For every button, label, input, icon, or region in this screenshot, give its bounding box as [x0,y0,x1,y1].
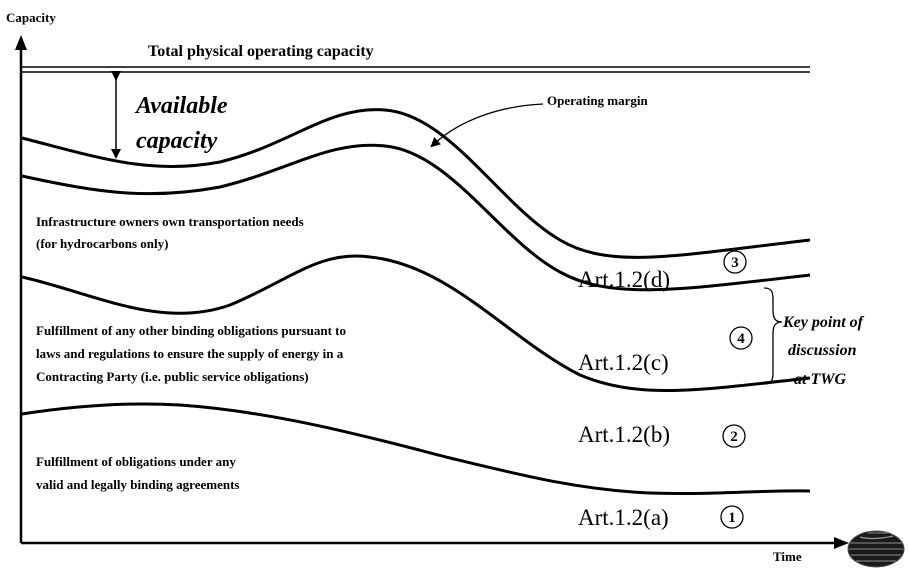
number-3-label: 3 [731,255,739,271]
owners-needs-label: Infrastructure owners own transportation… [36,214,304,229]
number-3-circle [723,250,747,274]
globe-icon [847,530,905,568]
agreements-label-2: valid and legally binding agreements [36,477,239,492]
key-point-brace [763,287,783,385]
article-a-label: Art.1.2(a) [578,505,669,530]
available-capacity-label-2: capacity [136,128,218,154]
number-4-circle [729,326,753,350]
other-obligations-label-2: laws and regulations to ensure the suppl… [36,346,344,361]
curve-upper-margin [21,108,811,259]
number-4-label: 4 [737,331,745,347]
curve-obligations-top [21,254,811,392]
number-2-label: 2 [730,429,738,445]
number-1-circle [720,505,744,529]
curve-agreements-top [21,402,811,495]
agreements-label: Fulfillment of obligations under any [36,454,236,469]
article-c-label: Art.1.2(c) [578,350,669,375]
other-obligations-label: Fulfillment of any other binding obligat… [36,323,346,338]
curve-lower-margin [21,143,811,292]
x-axis-label: Time [773,549,802,564]
operating-margin-arrow [430,103,544,148]
y-axis-arrowhead [15,35,27,50]
total-capacity-label: Total physical operating capacity [148,43,374,60]
number-1-label: 1 [728,510,736,526]
article-d-label: Art.1.2(d) [578,267,670,292]
x-axis-arrowhead [834,537,849,549]
operating-margin-label: Operating margin [547,93,649,108]
available-capacity-label: Available [134,93,228,119]
article-b-label: Art.1.2(b) [578,422,670,447]
key-point-label-2: discussion [788,342,857,359]
other-obligations-label-3: Contracting Party (i.e. public service o… [36,369,309,384]
owners-needs-label-2: (for hydrocarbons only) [36,236,168,251]
key-point-label-3: at TWG [794,371,846,388]
y-axis-label: Capacity [6,10,56,25]
number-2-circle [722,424,746,448]
key-point-label: Key point of [782,314,865,331]
